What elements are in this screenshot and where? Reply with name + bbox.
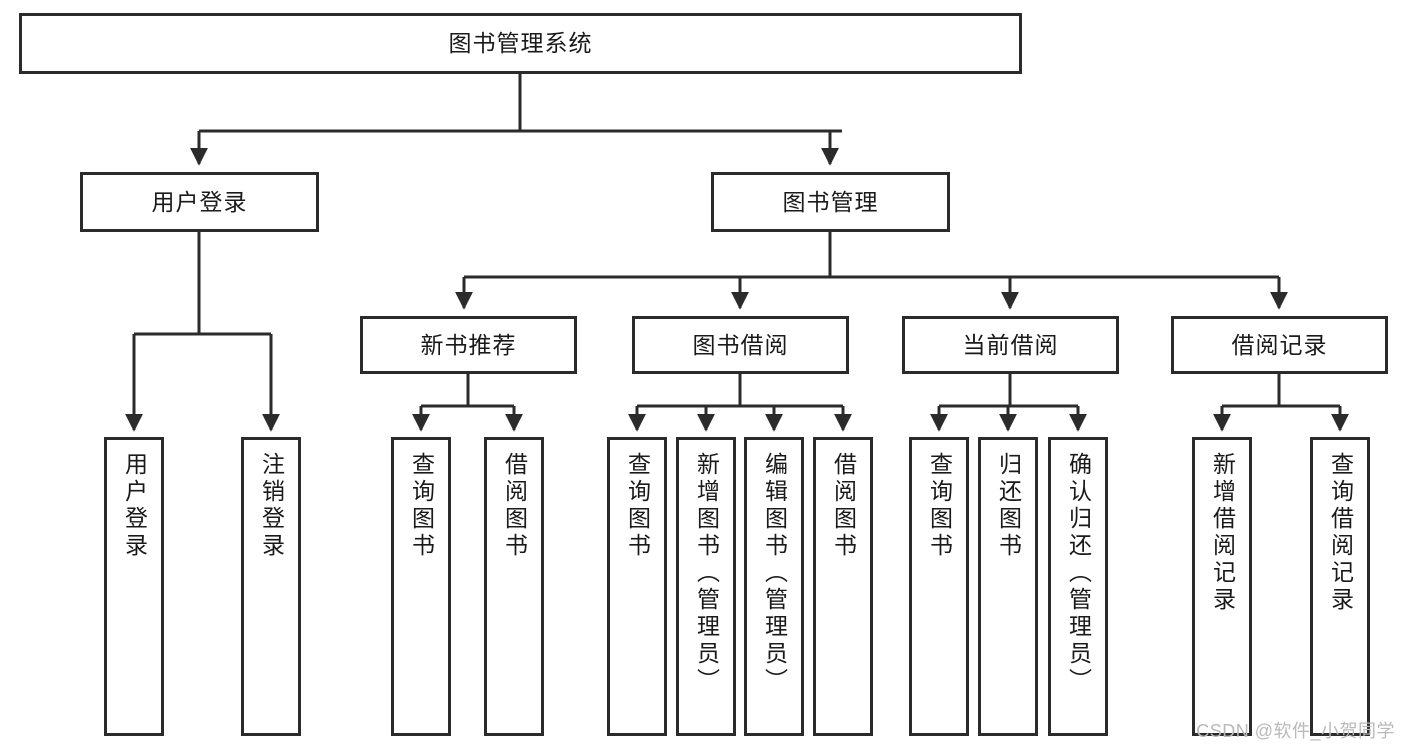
leaf-current-borrow-query-book[interactable]: 查询图书 xyxy=(909,437,969,736)
leaf-new-book-borrow-book[interactable]: 借阅图书 xyxy=(484,437,544,736)
node-label: 新增图书（管理员） xyxy=(693,452,720,695)
node-user-login[interactable]: 用户登录 xyxy=(80,172,319,232)
node-borrow-record[interactable]: 借阅记录 xyxy=(1171,316,1388,374)
node-label: 借阅图书 xyxy=(501,452,528,560)
node-label: 借阅记录 xyxy=(1231,331,1328,358)
node-label: 归还图书 xyxy=(995,452,1022,560)
leaf-book-borrow-borrow-book[interactable]: 借阅图书 xyxy=(813,437,873,736)
node-label: 查询图书 xyxy=(926,452,953,560)
leaf-borrow-record-query-record[interactable]: 查询借阅记录 xyxy=(1310,437,1370,736)
node-label: 注销登录 xyxy=(258,452,285,560)
node-book-management[interactable]: 图书管理 xyxy=(711,172,950,232)
node-new-book-recommend[interactable]: 新书推荐 xyxy=(360,316,577,374)
node-label: 编辑图书（管理员） xyxy=(761,452,788,695)
node-book-borrow[interactable]: 图书借阅 xyxy=(632,316,849,374)
node-label: 图书管理系统 xyxy=(448,30,593,57)
node-label: 用户登录 xyxy=(151,188,248,215)
node-label: 新书推荐 xyxy=(420,331,517,358)
leaf-user-login-logout[interactable]: 注销登录 xyxy=(241,437,301,736)
node-label: 确认归还（管理员） xyxy=(1065,452,1092,695)
leaf-user-login-login[interactable]: 用户登录 xyxy=(104,437,164,736)
node-label: 借阅图书 xyxy=(830,452,857,560)
leaf-current-borrow-return-book[interactable]: 归还图书 xyxy=(978,437,1038,736)
node-label: 查询图书 xyxy=(408,452,435,560)
leaf-book-borrow-edit-book-admin[interactable]: 编辑图书（管理员） xyxy=(744,437,804,736)
leaf-book-borrow-add-book-admin[interactable]: 新增图书（管理员） xyxy=(676,437,736,736)
node-label: 图书管理 xyxy=(782,188,879,215)
watermark-text: CSDN @软件_小贺同学 xyxy=(1196,721,1395,741)
node-label: 当前借阅 xyxy=(962,331,1059,358)
node-root-book-management-system[interactable]: 图书管理系统 xyxy=(19,13,1022,74)
leaf-borrow-record-add-record[interactable]: 新增借阅记录 xyxy=(1192,437,1252,736)
node-label: 图书借阅 xyxy=(692,331,789,358)
node-label: 新增借阅记录 xyxy=(1209,452,1236,614)
node-label: 查询借阅记录 xyxy=(1327,452,1354,614)
node-current-borrow[interactable]: 当前借阅 xyxy=(902,316,1119,374)
node-label: 查询图书 xyxy=(624,452,651,560)
leaf-current-borrow-confirm-return-admin[interactable]: 确认归还（管理员） xyxy=(1048,437,1108,736)
leaf-book-borrow-query-book[interactable]: 查询图书 xyxy=(607,437,667,736)
node-label: 用户登录 xyxy=(121,452,148,560)
leaf-new-book-query-book[interactable]: 查询图书 xyxy=(391,437,451,736)
